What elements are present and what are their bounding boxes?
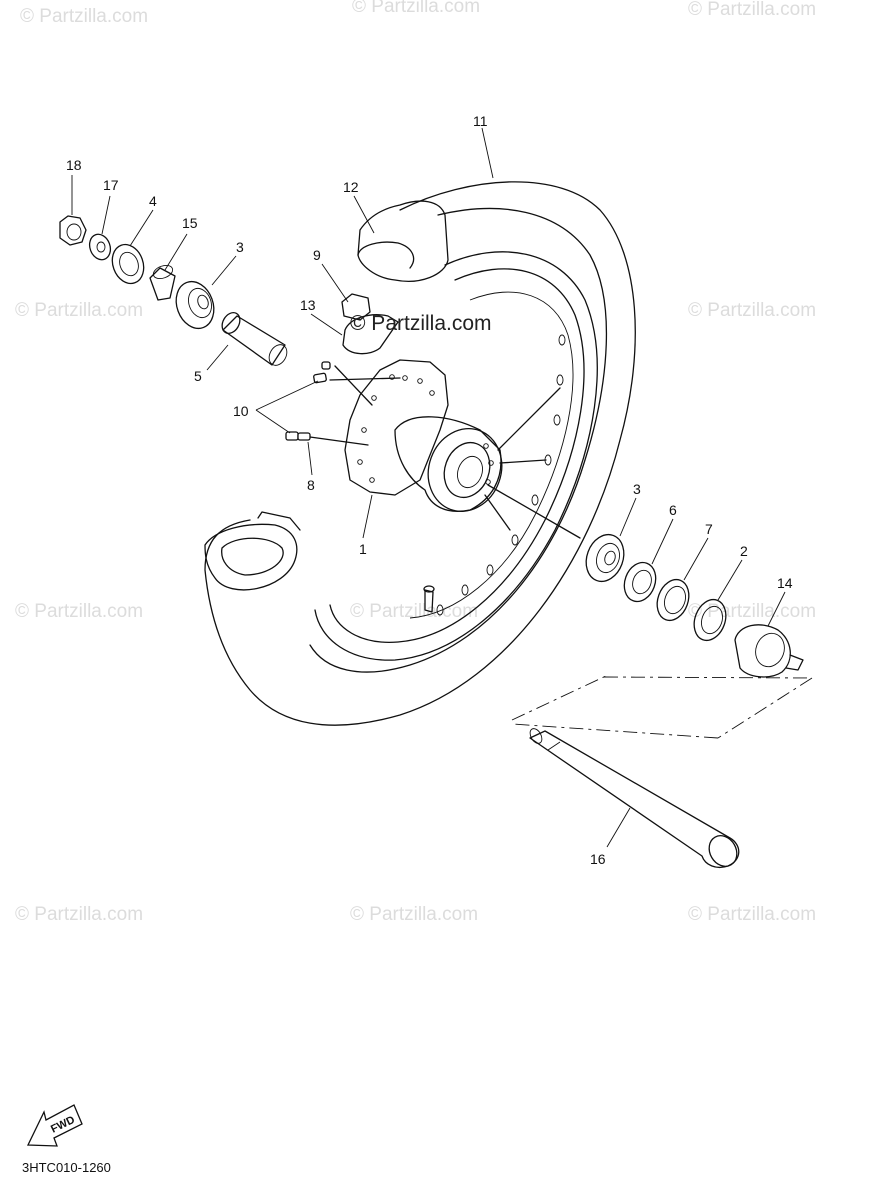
watermark: © Partzilla.com xyxy=(688,300,816,321)
callout-9: 9 xyxy=(313,247,321,263)
callout-3-left: 3 xyxy=(236,239,244,255)
hub xyxy=(344,359,503,512)
watermark: © Partzilla.com xyxy=(15,300,143,321)
rim xyxy=(314,251,598,661)
callout-18: 18 xyxy=(66,157,82,173)
callout-15: 15 xyxy=(182,215,198,231)
watermark: © Partzilla.com xyxy=(688,0,816,20)
callout-12: 12 xyxy=(343,179,359,195)
watermark: © Partzilla.com xyxy=(688,601,816,622)
watermark: © Partzilla.com xyxy=(350,904,478,925)
hub-flange-holes xyxy=(357,374,494,485)
callout-16: 16 xyxy=(590,851,606,867)
callout-8: 8 xyxy=(307,477,315,493)
callout-10: 10 xyxy=(233,403,249,419)
callout-2: 2 xyxy=(740,543,748,559)
rim-spoke-holes xyxy=(436,334,566,616)
callouts: 18 17 4 15 3 5 11 12 9 13 10 8 1 3 6 7 2… xyxy=(66,113,793,867)
leader-lines xyxy=(71,127,786,848)
axle xyxy=(529,728,740,869)
callout-1: 1 xyxy=(359,541,367,557)
axle-projection xyxy=(511,674,813,739)
watermark: © Partzilla.com xyxy=(352,0,480,17)
right-side-parts xyxy=(585,533,804,678)
tire xyxy=(204,181,636,726)
watermark: © Partzilla.com xyxy=(15,904,143,925)
spokes xyxy=(285,361,581,539)
callout-6: 6 xyxy=(669,502,677,518)
callout-13: 13 xyxy=(300,297,316,313)
watermark: © Partzilla.com xyxy=(350,601,478,622)
left-side-parts xyxy=(59,215,288,366)
watermark: © Partzilla.com xyxy=(688,904,816,925)
fwd-arrow-icon: FWD xyxy=(26,1104,83,1147)
center-watermark: © Partzilla.com xyxy=(350,312,492,335)
watermark: © Partzilla.com xyxy=(20,6,148,27)
callout-4: 4 xyxy=(149,193,157,209)
callout-5: 5 xyxy=(194,368,202,384)
diagram-code: 3HTC010-1260 xyxy=(22,1160,111,1175)
watermark-grid: © Partzilla.com © Partzilla.com © Partzi… xyxy=(15,0,816,925)
callout-3-right: 3 xyxy=(633,481,641,497)
callout-11: 11 xyxy=(473,113,488,129)
callout-17: 17 xyxy=(103,177,119,193)
callout-7: 7 xyxy=(705,521,713,537)
watermark: © Partzilla.com xyxy=(15,601,143,622)
callout-14: 14 xyxy=(777,575,793,591)
